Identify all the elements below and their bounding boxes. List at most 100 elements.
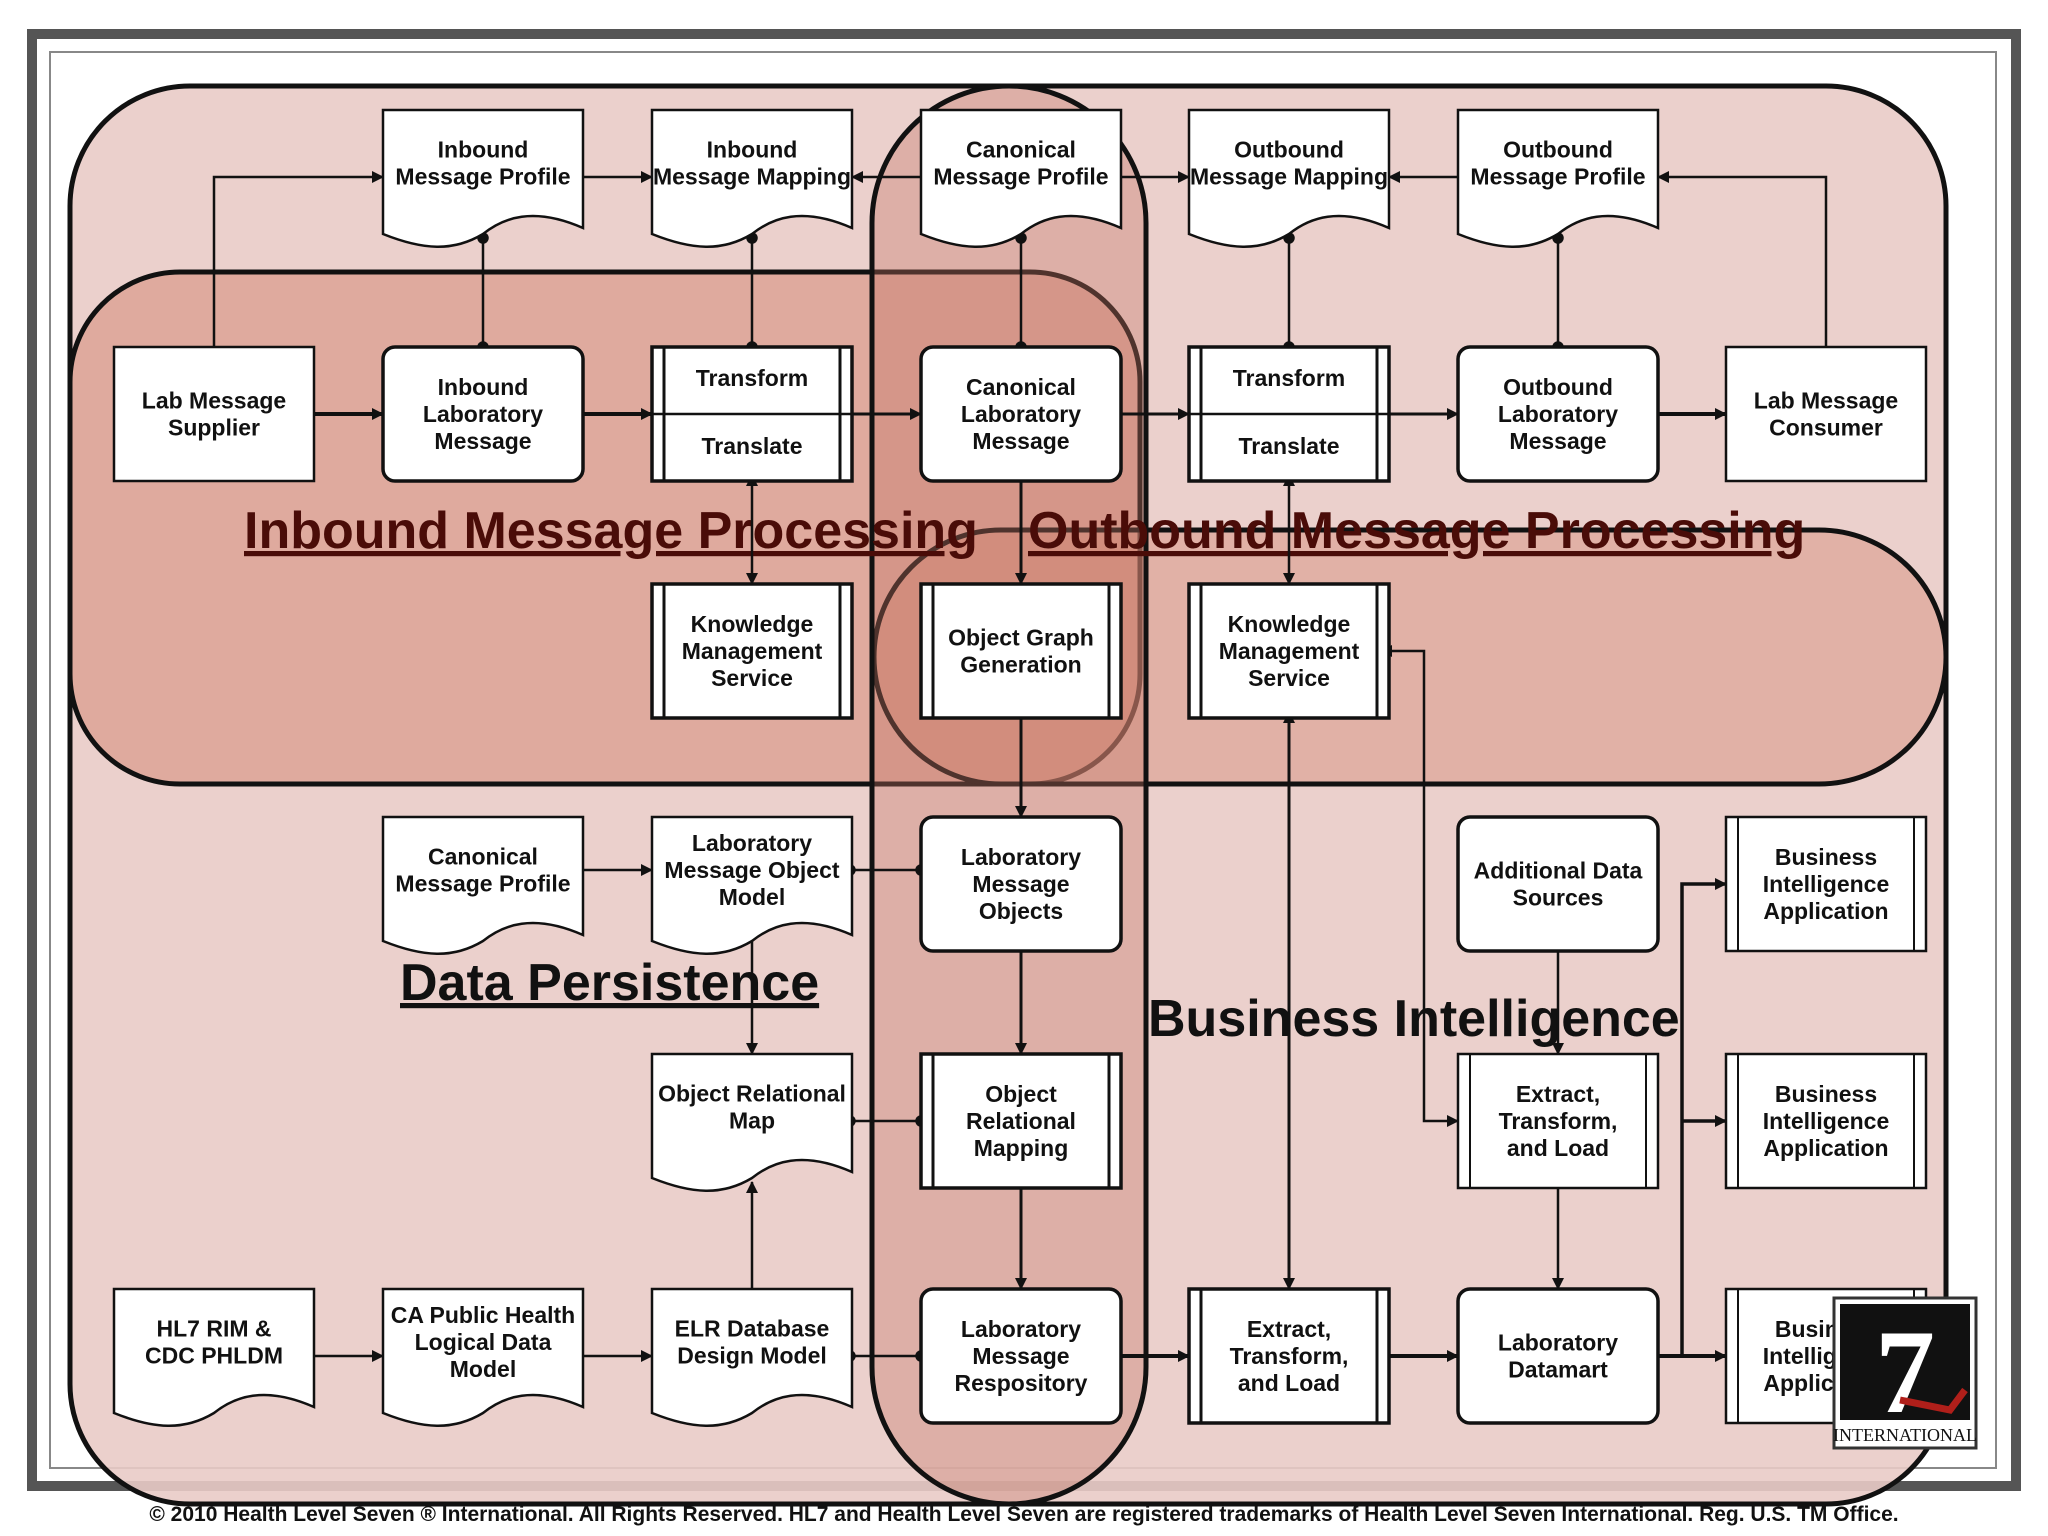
ca-ph-model-label: CA Public Health	[391, 1302, 575, 1328]
inbound-mapping-label: Inbound	[707, 137, 798, 163]
lab-repository-label: Message	[972, 1343, 1069, 1369]
region-title-outbound: Outbound Message Processing	[1028, 502, 1805, 560]
copyright-footer: © 2010 Health Level Seven ® Internationa…	[149, 1503, 1899, 1526]
region-title-bi: Business Intelligence	[1148, 990, 1680, 1048]
orm-doc-label: Map	[729, 1108, 775, 1134]
etl-bottom-label: Transform,	[1230, 1343, 1349, 1369]
canonical-profile-mid-label: Canonical	[428, 844, 538, 870]
lab-supplier-label: Supplier	[168, 415, 260, 441]
lab-msg-objects-label: Objects	[979, 898, 1063, 924]
orm-proc-label: Relational	[966, 1108, 1076, 1134]
outbound-lab-msg-label: Outbound	[1503, 374, 1613, 400]
node-etl-bottom: Extract,Transform,and Load	[1187, 1287, 1391, 1425]
lab-object-model-label: Message Object	[664, 857, 839, 883]
etl-bi-label: Extract,	[1516, 1081, 1600, 1107]
inbound-mapping-label: Message Mapping	[653, 164, 851, 190]
lab-consumer-label: Consumer	[1769, 415, 1883, 441]
etl-bottom-label: Extract,	[1247, 1316, 1331, 1342]
logo-text: INTERNATIONAL	[1833, 1425, 1977, 1445]
etl-bi-label: Transform,	[1499, 1108, 1618, 1134]
lab-msg-objects-label: Laboratory	[961, 844, 1081, 870]
bi-app-1-label: Intelligence	[1763, 871, 1890, 897]
kms-out-label: Management	[1219, 638, 1360, 664]
kms-in-label: Knowledge	[691, 611, 814, 637]
transform-out-label: Transform	[1233, 365, 1345, 391]
logo-mark: 7	[1875, 1305, 1935, 1438]
lab-object-model-label: Laboratory	[692, 830, 812, 856]
flow-kms-etlbi	[1380, 645, 1459, 1127]
inbound-lab-msg-label: Inbound	[438, 374, 529, 400]
lab-consumer-label: Lab Message	[1754, 388, 1898, 414]
hl7-logo: 7 INTERNATIONAL	[1832, 1296, 1978, 1450]
node-etl-bi: Extract,Transform,and Load	[1456, 1052, 1660, 1190]
flow-datamart-bi1	[1680, 878, 1727, 1356]
canonical-lab-msg-label: Canonical	[966, 374, 1076, 400]
lab-datamart-label: Laboratory	[1498, 1330, 1618, 1356]
ca-ph-model-label: Model	[450, 1356, 516, 1382]
outbound-profile-label: Message Profile	[1470, 164, 1645, 190]
outbound-profile-label: Outbound	[1503, 137, 1613, 163]
flow-consumer-outprofile	[1657, 171, 1828, 347]
kms-in-label: Service	[711, 665, 793, 691]
elr-design-label: Design Model	[677, 1343, 827, 1369]
inbound-profile-label: Inbound	[438, 137, 529, 163]
canonical-profile-top-label: Canonical	[966, 137, 1076, 163]
lab-datamart-label: Datamart	[1508, 1357, 1608, 1383]
outbound-mapping-label: Message Mapping	[1190, 164, 1388, 190]
bi-app-1-label: Business	[1775, 844, 1877, 870]
inbound-lab-msg-label: Laboratory	[423, 401, 543, 427]
orm-proc-label: Mapping	[974, 1135, 1069, 1161]
kms-out-label: Service	[1248, 665, 1330, 691]
region-title-inbound: Inbound Message Processing	[244, 502, 978, 560]
object-graph-label: Generation	[960, 652, 1081, 678]
lab-supplier-label: Lab Message	[142, 388, 286, 414]
transform-in-label: Transform	[696, 365, 808, 391]
hl7-rim-label: CDC PHLDM	[145, 1343, 283, 1369]
outbound-lab-msg-label: Laboratory	[1498, 401, 1618, 427]
lab-repository-label: Laboratory	[961, 1316, 1081, 1342]
elr-design-label: ELR Database	[675, 1316, 830, 1342]
node-hl7-rim: HL7 RIM &CDC PHLDM	[112, 1287, 316, 1427]
orm-doc-label: Object Relational	[658, 1081, 846, 1107]
flow-supplier-profile	[212, 171, 384, 347]
canonical-lab-msg-label: Laboratory	[961, 401, 1081, 427]
canonical-profile-top-label: Message Profile	[933, 164, 1108, 190]
connector-lines	[212, 171, 1828, 1362]
canonical-lab-msg-label: Message	[972, 428, 1069, 454]
translate-in-label: Translate	[702, 433, 803, 459]
orm-proc-label: Object	[985, 1081, 1057, 1107]
inbound-profile-label: Message Profile	[395, 164, 570, 190]
kms-out-label: Knowledge	[1228, 611, 1351, 637]
bi-app-2-label: Application	[1763, 1135, 1888, 1161]
outbound-mapping-label: Outbound	[1234, 137, 1344, 163]
inbound-lab-msg-label: Message	[434, 428, 531, 454]
region-title-persistence: Data Persistence	[400, 954, 819, 1012]
translate-out-label: Translate	[1239, 433, 1340, 459]
outbound-lab-msg-label: Message	[1509, 428, 1606, 454]
canonical-profile-mid-label: Message Profile	[395, 871, 570, 897]
ca-ph-model-label: Logical Data	[415, 1329, 552, 1355]
kms-in-label: Management	[682, 638, 823, 664]
